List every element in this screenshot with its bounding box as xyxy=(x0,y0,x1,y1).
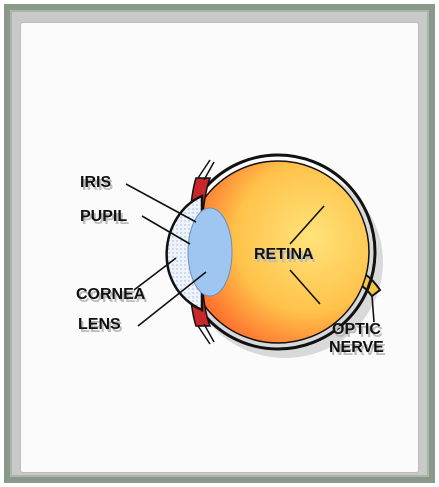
pupil-label: PUPIL xyxy=(80,208,127,225)
iris-label: IRIS xyxy=(80,174,111,191)
retina-label: RETINA xyxy=(254,246,314,263)
optic-label: OPTIC xyxy=(332,321,381,338)
iris-leader xyxy=(126,184,196,222)
ciliary-top xyxy=(198,160,214,180)
ciliary-bottom xyxy=(198,324,214,344)
lens-label: LENS xyxy=(78,316,121,333)
cornea-label: CORNEA xyxy=(76,286,146,303)
nerve-label: NERVE xyxy=(329,339,384,356)
